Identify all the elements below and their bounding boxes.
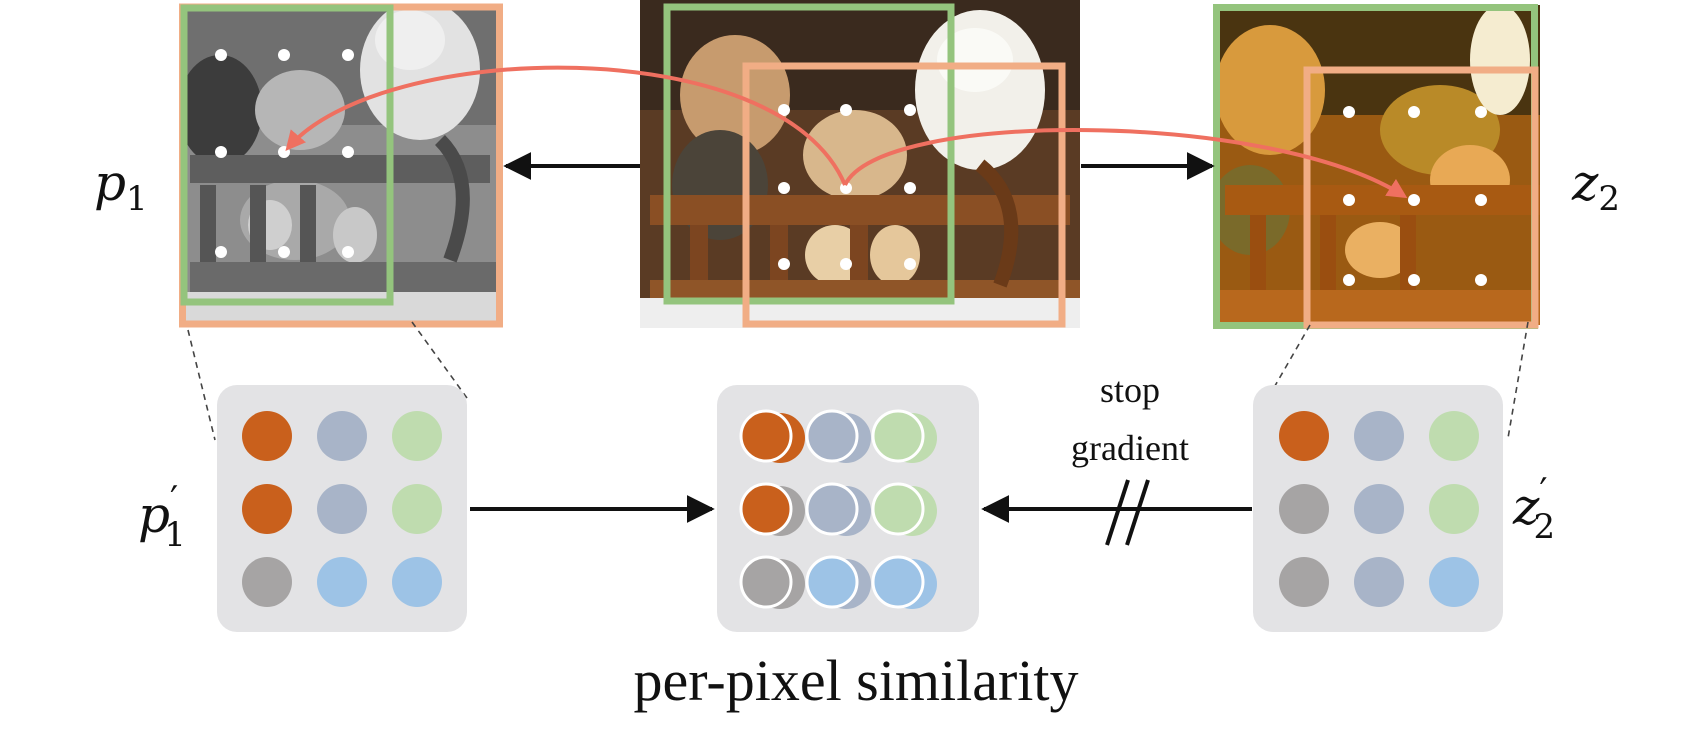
stop-gradient-label-line2: gradient xyxy=(1071,428,1189,468)
p1-prime-feature-dot xyxy=(242,411,292,461)
z2-prime-feature-dot xyxy=(1429,484,1479,534)
correspondence-arrow-left xyxy=(285,65,847,186)
z2-prime-feature-grid xyxy=(1279,411,1479,607)
similarity-p1-dot xyxy=(871,555,925,609)
right-sample-dots xyxy=(1343,106,1487,286)
similarity-p1-dot xyxy=(805,555,859,609)
right-view-image xyxy=(1215,5,1540,325)
z2-prime-feature-dot xyxy=(1279,411,1329,461)
p1-prime-feature-dot xyxy=(392,411,442,461)
similarity-p1-dot xyxy=(739,482,793,536)
p1-prime-feature-dot xyxy=(392,484,442,534)
label-z2: z2 xyxy=(1571,154,1620,219)
p1-prime-feature-dot xyxy=(242,484,292,534)
similarity-p1-dot xyxy=(871,409,925,463)
z2-prime-feature-dot xyxy=(1354,557,1404,607)
z2-prime-feature-dot xyxy=(1279,557,1329,607)
stop-gradient-label-line1: stop xyxy=(1100,370,1160,410)
similarity-p1-dot xyxy=(739,409,793,463)
similarity-p1-dot xyxy=(871,482,925,536)
right-orange-crop xyxy=(1303,66,1539,329)
z2-prime-feature-dot xyxy=(1354,411,1404,461)
p1-prime-feature-dot xyxy=(242,557,292,607)
p1-prime-feature-dot xyxy=(317,557,367,607)
similarity-p1-dot xyxy=(739,555,793,609)
p1-prime-feature-grid xyxy=(242,411,442,607)
similarity-p1-dot xyxy=(805,482,859,536)
similarity-feature-grid xyxy=(739,409,937,609)
left-green-crop xyxy=(180,4,394,306)
caption-per-pixel-similarity: per-pixel similarity xyxy=(634,648,1079,713)
z2-prime-feature-dot xyxy=(1429,557,1479,607)
left-sample-dots xyxy=(215,49,354,258)
stop-gradient-slash-icon xyxy=(1105,479,1150,546)
z2-prime-feature-dot xyxy=(1429,411,1479,461)
center-green-crop xyxy=(663,3,955,305)
z2-prime-feature-dot xyxy=(1354,484,1404,534)
similarity-p1-dot xyxy=(805,409,859,463)
center-view-image xyxy=(640,0,1080,328)
p1-prime-feature-dot xyxy=(317,484,367,534)
label-z2-prime: z′2 xyxy=(1512,472,1555,547)
p1-prime-feature-dot xyxy=(317,411,367,461)
left-view-image xyxy=(180,5,500,325)
center-orange-crop xyxy=(742,62,1066,328)
p1-prime-feature-dot xyxy=(392,557,442,607)
label-p1-prime: p′1 xyxy=(138,480,186,555)
correspondence-arrow-right xyxy=(843,128,1408,199)
z2-prime-feature-dot xyxy=(1279,484,1329,534)
label-p1: p1 xyxy=(94,154,148,219)
